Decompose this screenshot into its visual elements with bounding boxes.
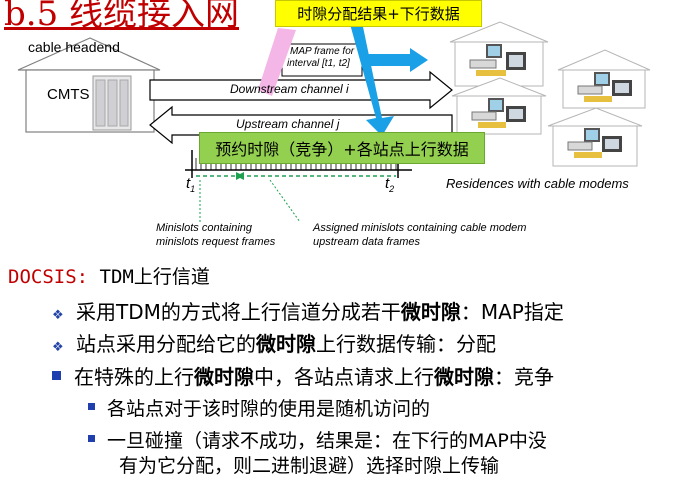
- assigned-minislots-line2: upstream data frames: [313, 236, 420, 248]
- pink-arrow: [258, 28, 296, 96]
- blue-down-arrow: [350, 22, 394, 136]
- upstream-label: Upstream channel j: [236, 117, 340, 131]
- residence-house: [557, 49, 651, 109]
- minislots-request-line2: minislots request frames: [156, 236, 276, 248]
- diamond-bullet-icon: ❖: [52, 340, 64, 355]
- downstream-label: Downstream channel i: [230, 82, 349, 96]
- span-arrowhead: [236, 172, 244, 180]
- t1-label: t1: [186, 175, 196, 194]
- bullet-item: ❖采用TDM的方式将上行信道分成若干微时隙：MAP指定: [52, 300, 564, 324]
- assigned-minislots-line1: Assigned minislots containing cable mode…: [313, 222, 527, 234]
- assigned-leader: [269, 179, 301, 223]
- bullet-item: 在特殊的上行微时隙中，各站点请求上行微时隙：竞争: [52, 361, 554, 390]
- headend-label: cable headend: [28, 39, 120, 55]
- residence-house: [547, 107, 643, 167]
- cmts-rack-icon: [92, 75, 132, 131]
- minislots-request-line1: Minislots containing: [156, 222, 252, 234]
- square-bullet-icon: [52, 371, 61, 380]
- diamond-bullet-icon: ❖: [52, 308, 64, 323]
- map-frame-line1: MAP frame for: [290, 46, 355, 57]
- t2-label: t2: [385, 175, 395, 194]
- docsis-heading: DOCSIS: TDM上行信道: [8, 266, 210, 288]
- headend-house: [17, 37, 161, 133]
- upstream-callout: 预约时隙（竞争）+各站点上行数据: [199, 132, 485, 164]
- page-title: b.5 线缆接入网: [4, 0, 240, 34]
- square-bullet-icon: [88, 403, 95, 410]
- sub-bullet-continuation: 有为它分配，则二进制退避）选择时隙上传输: [119, 455, 500, 477]
- residence-house: [449, 21, 549, 87]
- downstream-callout: 时隙分配结果+下行数据: [275, 0, 482, 27]
- cmts-label: CMTS: [47, 86, 90, 103]
- square-bullet-icon: [88, 435, 95, 442]
- map-frame-line2: interval [t1, t2]: [287, 58, 350, 69]
- sub-bullet-item: 各站点对于该时隙的使用是随机访问的: [88, 394, 430, 421]
- cable-diagram: [17, 21, 651, 223]
- residence-house: [451, 77, 547, 135]
- bullet-item: ❖站点采用分配给它的微时隙上行数据传输：分配: [52, 332, 496, 356]
- sub-bullet-item: 一旦碰撞（请求不成功，结果是：在下行的MAP中没: [88, 426, 547, 453]
- blue-small-arrow: [366, 48, 428, 72]
- residences-label: Residences with cable modems: [446, 176, 629, 191]
